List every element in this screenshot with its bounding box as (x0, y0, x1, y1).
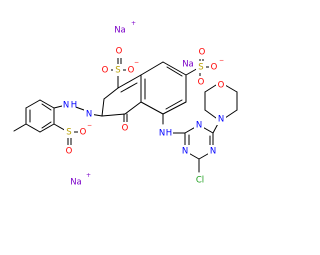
hydrogen-atom: H (71, 101, 77, 111)
sulfonate-group-2: S O O − O (196, 47, 224, 88)
sodium-ion-top: Na + (110, 20, 136, 36)
nitrogen-atom: N (63, 101, 69, 111)
chlorine-atom: Cl (196, 176, 204, 186)
nitrogen-atom: N (218, 115, 224, 125)
oxygen-atom: O (116, 47, 123, 57)
oxygen-atom: O (218, 81, 225, 91)
oxygen-atom: O (211, 63, 218, 73)
structure-svg: Na + Na + Na + S O O O − S O O − O O (13, 20, 238, 188)
oxygen-charge: − (134, 59, 139, 66)
nitrogen-atom: N (182, 147, 188, 157)
triazine-ring: N N N (180, 119, 218, 157)
nitrogen-atom: N (86, 110, 92, 120)
chemical-structure: Na + Na + Na + S O O O − S O O − O O (13, 20, 238, 188)
na-charge: + (86, 172, 91, 179)
hydrogen-atom: H (166, 129, 172, 139)
oxygen-atom: O (122, 124, 129, 134)
nitrogen-atom: N (210, 147, 216, 157)
na-label: Na (70, 178, 82, 188)
oxygen-atom: O (102, 66, 109, 76)
oxygen-charge: − (87, 122, 92, 129)
carbonyl-oxygen: O (120, 122, 130, 134)
oxygen-atom: O (199, 48, 206, 58)
hydrazone-group: N N H (62, 99, 94, 120)
nitrogen-atom: N (196, 121, 202, 131)
na-label: Na (114, 26, 126, 36)
sodium-ion-left: Na + (70, 172, 91, 188)
sulfur-atom: S (66, 128, 71, 138)
oxygen-atom: O (66, 147, 73, 157)
oxygen-atom: O (198, 78, 205, 88)
oxygen-atom: O (128, 66, 135, 76)
oxygen-atom: O (80, 128, 87, 138)
amine-nh: N H (159, 127, 173, 139)
na-charge: + (131, 20, 136, 27)
nitrogen-atom: N (159, 129, 165, 139)
sulfonate-group-3: S O O − (64, 122, 92, 157)
oxygen-charge: − (219, 57, 224, 64)
sulfur-atom: S (115, 66, 120, 76)
sulfonate-group-1: S O O O − (101, 46, 139, 76)
morpholine-ring: N O (216, 79, 226, 125)
sulfur-atom: S (198, 63, 203, 73)
chlorine-substituent: Cl (196, 176, 204, 186)
na-label: Na (182, 60, 194, 70)
